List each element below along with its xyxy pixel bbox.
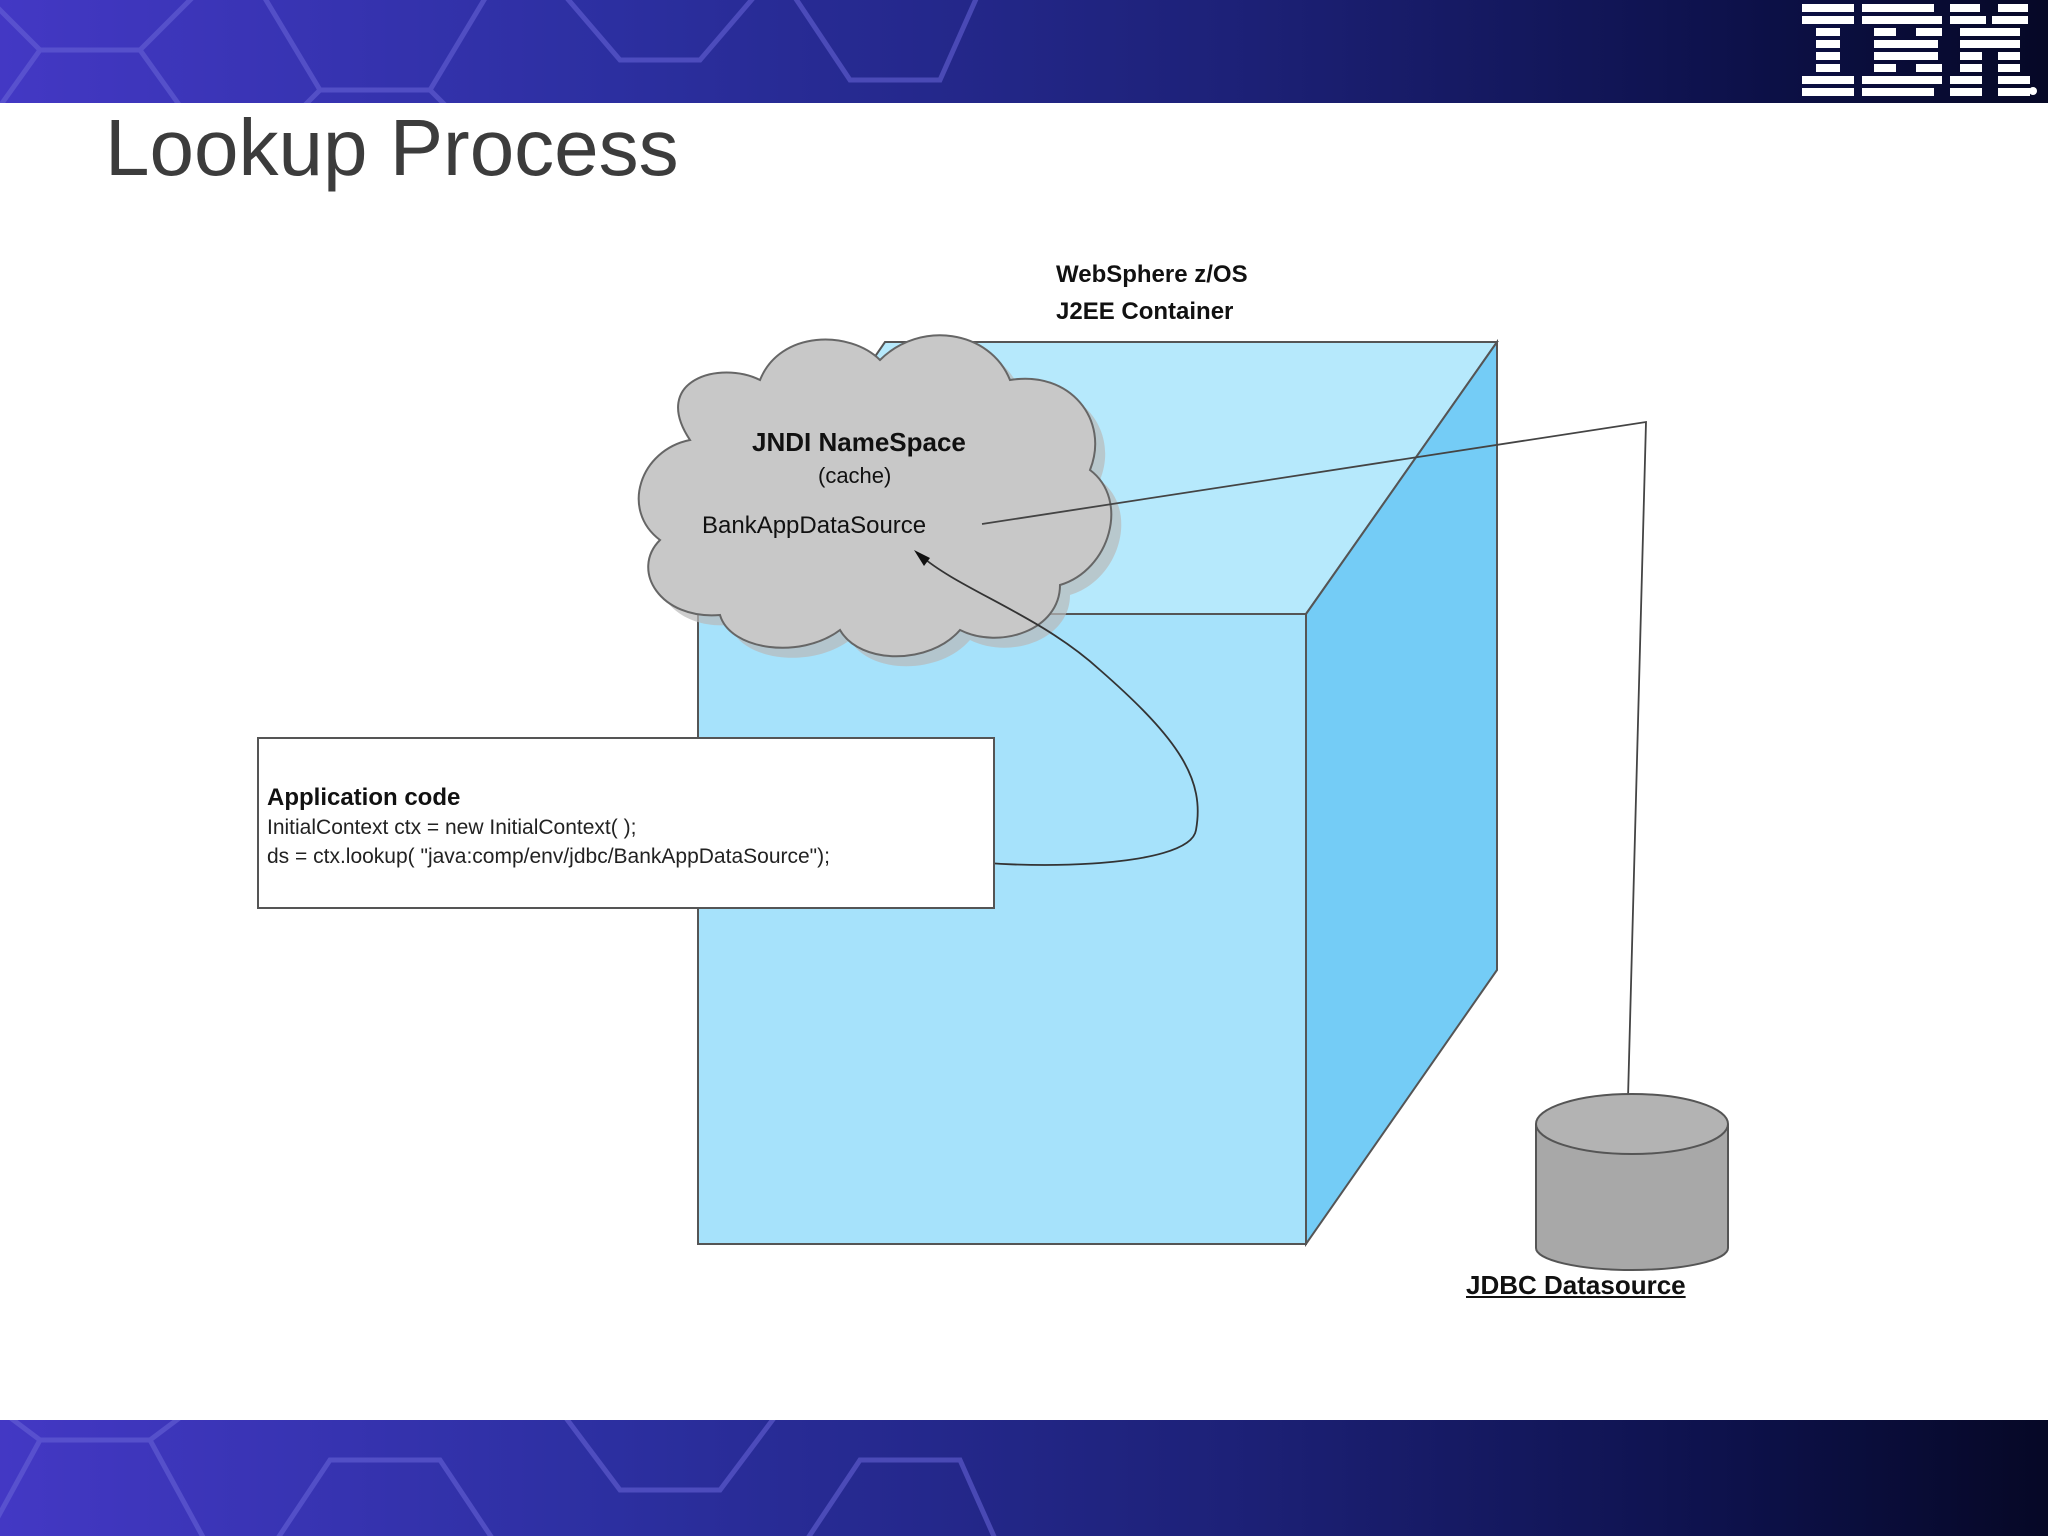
lookup-arrow (919, 554, 1199, 866)
namespace-subtitle: (cache) (818, 463, 892, 488)
container-label: WebSphere z/OS J2EE Container (1056, 256, 1248, 330)
container-front-face (697, 613, 1307, 1245)
bottom-banner (0, 1420, 2048, 1536)
container-label-line2: J2EE Container (1056, 298, 1234, 325)
jndi-cloud (637, 334, 1122, 667)
ibm-logo (1802, 4, 2037, 96)
application-code-line1: InitialContext ctx = new InitialContext(… (267, 816, 637, 839)
cloud-shape (637, 334, 1113, 658)
database-icon (1535, 1093, 1729, 1271)
hexagon-pattern-bottom (0, 1420, 997, 1536)
lookup-diagram (637, 334, 1729, 1271)
namespace-entry: BankAppDataSource (702, 512, 927, 539)
container-label-line1: WebSphere z/OS (1056, 261, 1248, 288)
top-banner (0, 0, 2048, 103)
slide-title: Lookup Process (105, 103, 679, 192)
hexagon-pattern (0, 0, 979, 103)
namespace-title: JNDI NameSpace (752, 427, 966, 457)
datasource-link (981, 420, 1647, 1099)
datasource-label: JDBC Datasource (1466, 1270, 1686, 1300)
application-code-line2: ds = ctx.lookup( "java:comp/env/jdbc/Ban… (267, 845, 830, 868)
arrow-head (914, 550, 930, 566)
application-code-box: Application code InitialContext ctx = ne… (257, 737, 995, 909)
application-code-title: Application code (267, 784, 461, 811)
